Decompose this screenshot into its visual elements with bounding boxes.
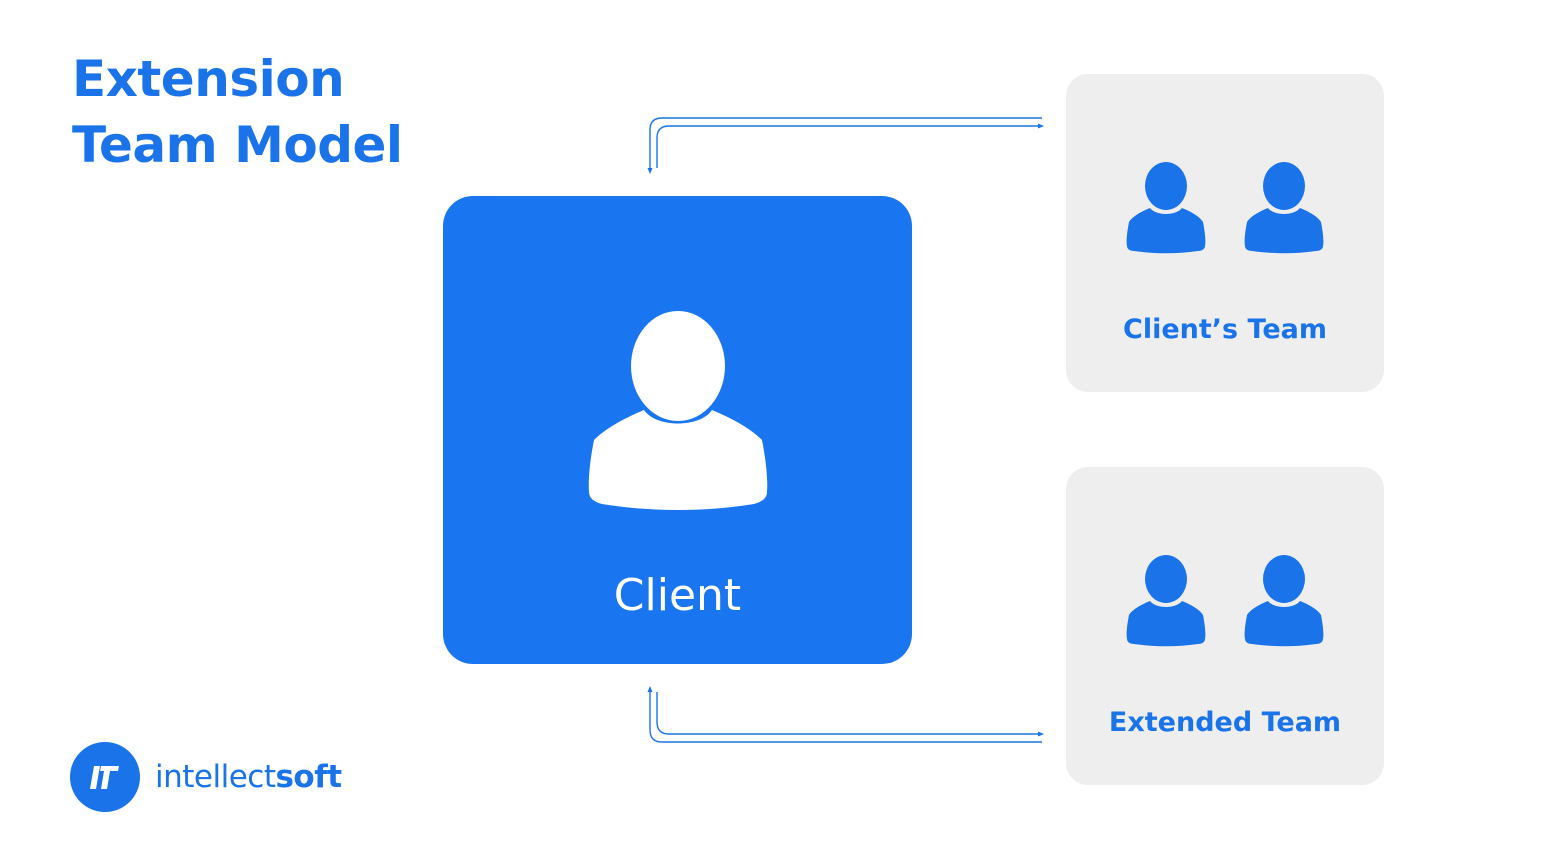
connector-bottom-outer xyxy=(649,690,1042,743)
logo-text-light: intellect xyxy=(155,759,276,795)
intellectsoft-logo: intellectsoft xyxy=(70,742,342,812)
arrowhead-bottom-up xyxy=(647,686,653,692)
team-icon xyxy=(1126,555,1324,647)
clients-team-label: Client’s Team xyxy=(1123,314,1327,345)
intellectsoft-logo-icon xyxy=(70,742,140,812)
title-line-1: Extension xyxy=(72,50,345,108)
logo-text-bold: soft xyxy=(275,759,342,795)
arrowhead-bottom-right xyxy=(1038,731,1044,737)
extended-team-box: Extended Team xyxy=(1066,467,1384,785)
arrowhead-top-down xyxy=(647,168,653,174)
extended-team-label: Extended Team xyxy=(1108,707,1342,738)
connector-top-outer xyxy=(649,117,1042,170)
title-line-2: Team Model xyxy=(72,116,403,174)
connector-bottom-inner xyxy=(656,692,1040,735)
connector-top-inner xyxy=(656,125,1040,168)
page-title: Extension Team Model xyxy=(72,46,403,178)
team-icon xyxy=(1126,162,1324,254)
clients-team-box: Client’s Team xyxy=(1066,74,1384,392)
user-icon xyxy=(588,311,768,510)
logo-wordmark: intellectsoft xyxy=(155,759,342,795)
client-label: Client xyxy=(613,570,742,621)
arrowhead-top-right xyxy=(1038,123,1044,129)
